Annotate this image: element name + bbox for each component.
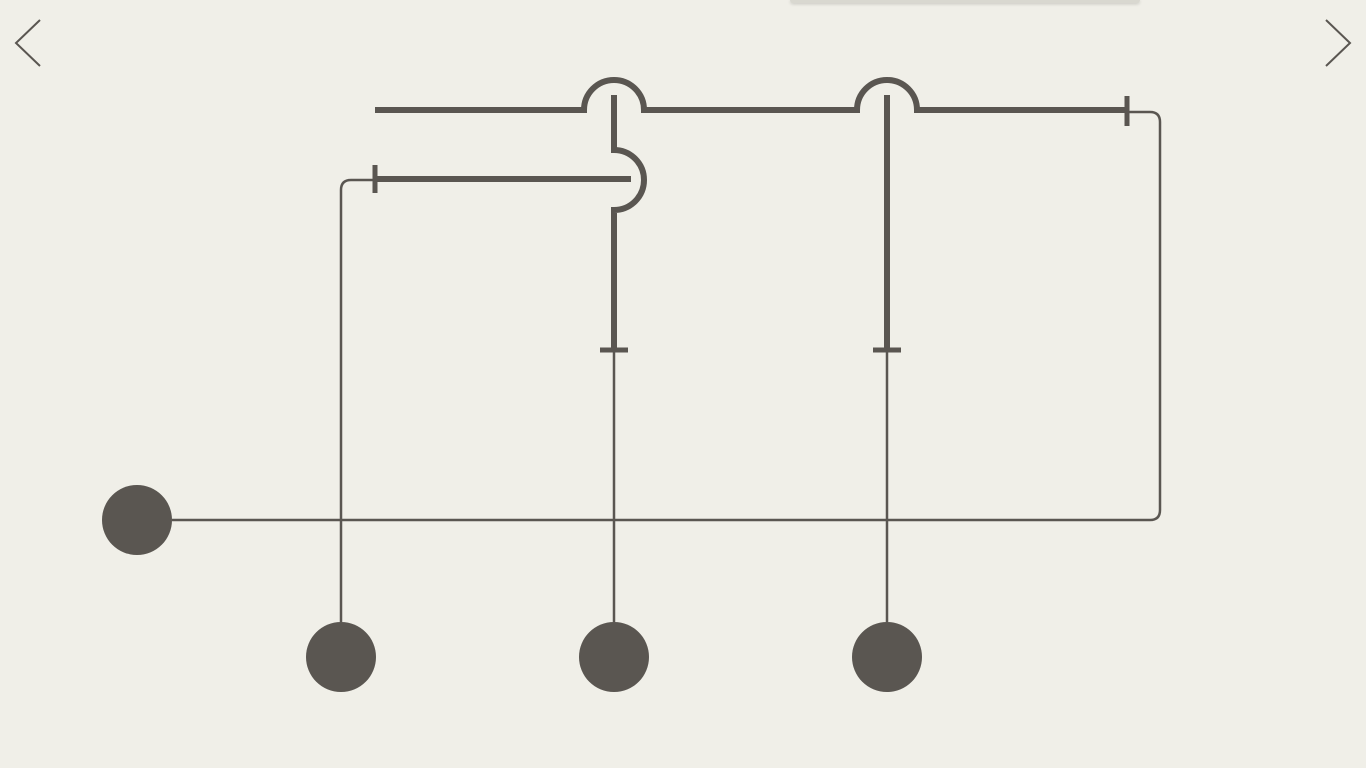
output-node-middle	[579, 622, 649, 692]
output-node-right	[852, 622, 922, 692]
source-node	[102, 485, 172, 555]
chevron-right-icon	[1325, 19, 1352, 67]
next-level-button[interactable]	[1318, 12, 1358, 72]
source-wire	[172, 110, 1162, 522]
middle-vertical-switch[interactable]	[611, 95, 647, 350]
top-status-bar	[790, 0, 1140, 3]
output-node-left	[306, 622, 376, 692]
chevron-left-icon	[14, 19, 41, 67]
left-output-wire	[339, 178, 376, 622]
previous-level-button[interactable]	[8, 12, 48, 72]
top-rail-switch[interactable]	[375, 77, 1127, 113]
